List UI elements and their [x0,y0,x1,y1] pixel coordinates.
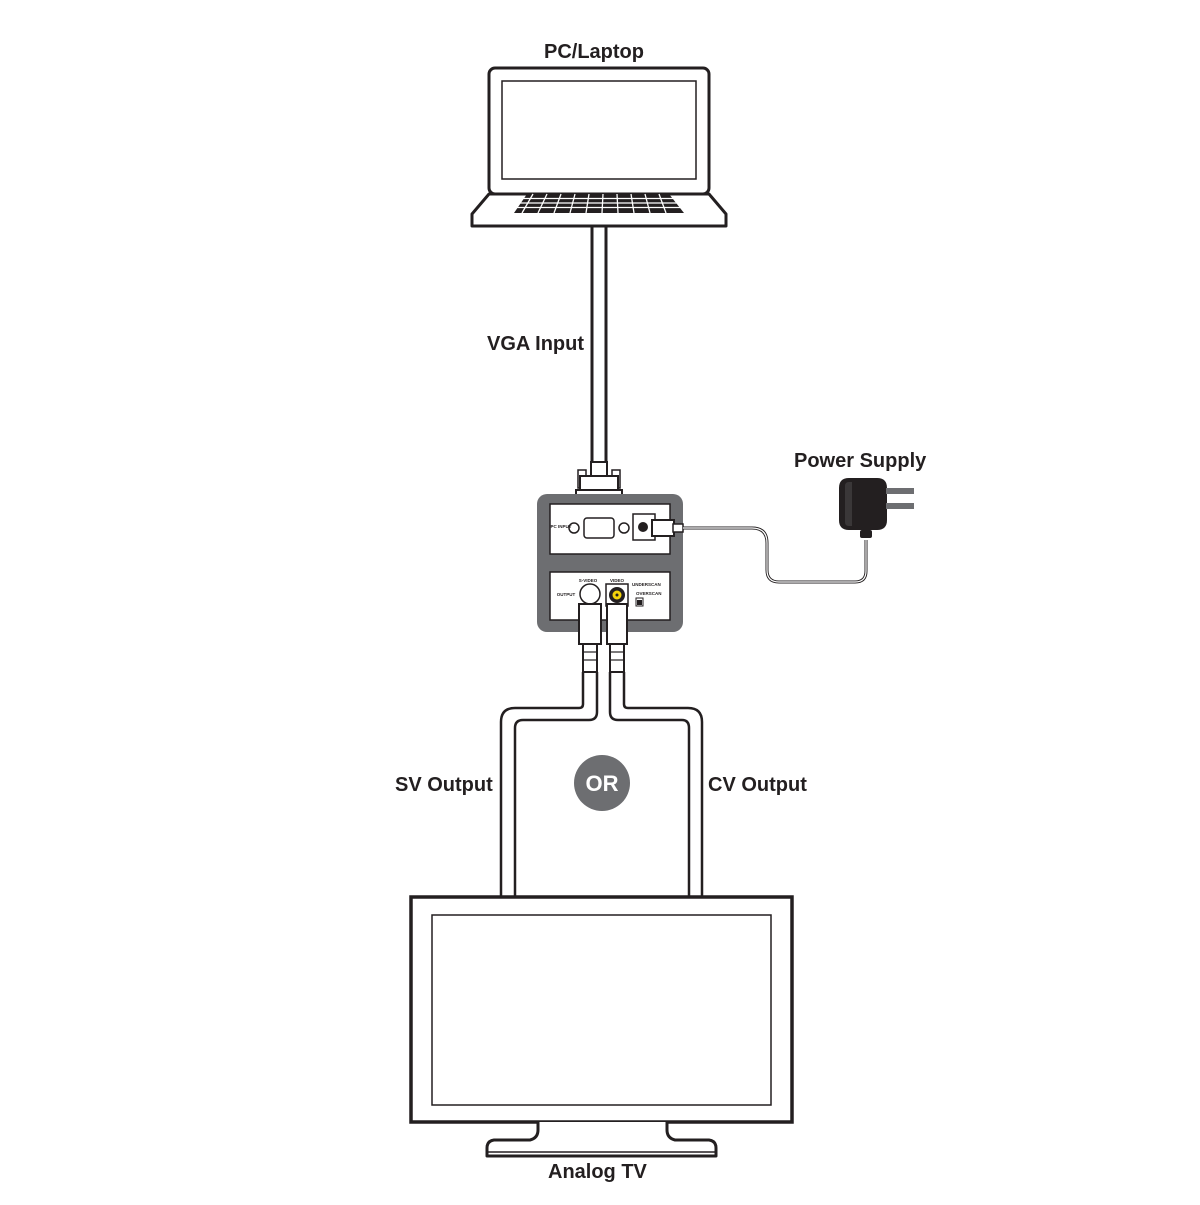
output-cables [499,603,704,897]
underscan-label: UNDERSCAN [632,582,661,587]
overscan-label: OVERSCAN [636,591,662,596]
analog-tv-label: Analog TV [548,1161,647,1183]
tv-icon [409,895,794,1158]
vga-input-label: VGA Input [487,333,585,355]
vga-cable [575,224,623,535]
pc-laptop-label: PC/Laptop [544,41,644,63]
or-badge [574,755,630,811]
sv-output-label: SV Output [395,774,493,796]
laptop-icon [470,66,728,228]
cv-output-label: CV Output [708,774,807,796]
svideo-port-label: S-VIDEO [579,578,598,583]
power-cable [651,519,868,584]
power-adapter-icon [839,478,914,538]
power-supply-label: Power Supply [794,450,927,472]
converter-device [537,494,683,632]
or-badge-text: OR [586,771,619,796]
video-port-label: VIDEO [610,578,625,583]
output-panel-label: OUTPUT [557,592,576,597]
pc-input-label: PC INPUT [550,524,571,529]
